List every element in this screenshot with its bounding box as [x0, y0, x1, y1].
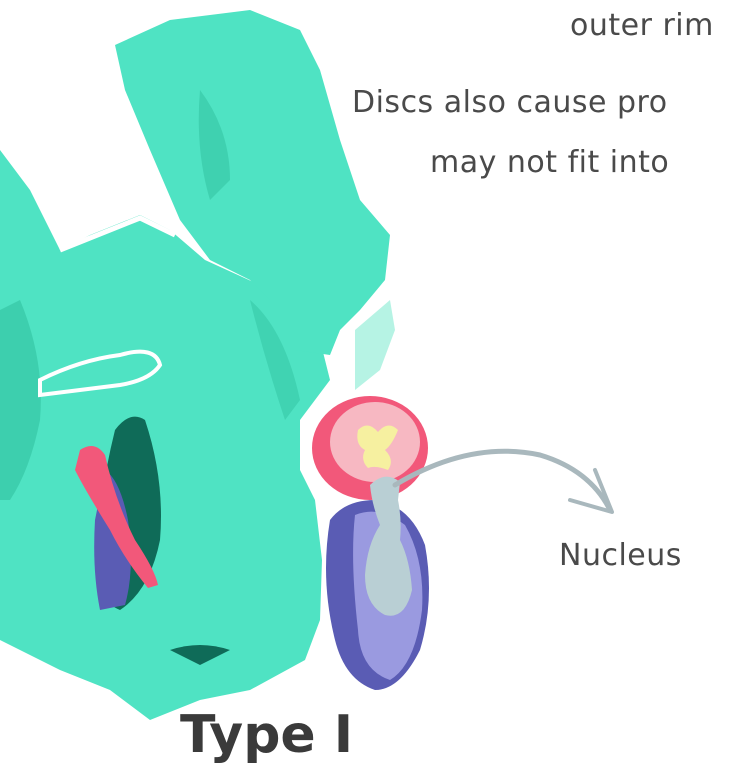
- intervertebral-disc: [326, 477, 429, 690]
- caption-line-discs: Discs also cause pro: [352, 85, 668, 120]
- bone-edge-highlight: [355, 300, 395, 390]
- spinal-cord-cross-section: [312, 396, 428, 500]
- type-label: Type I: [180, 705, 353, 765]
- nucleus-label: Nucleus: [559, 538, 682, 573]
- caption-line-fit: may not fit into: [430, 145, 669, 180]
- caption-line-outer-rim: outer rim: [570, 8, 714, 43]
